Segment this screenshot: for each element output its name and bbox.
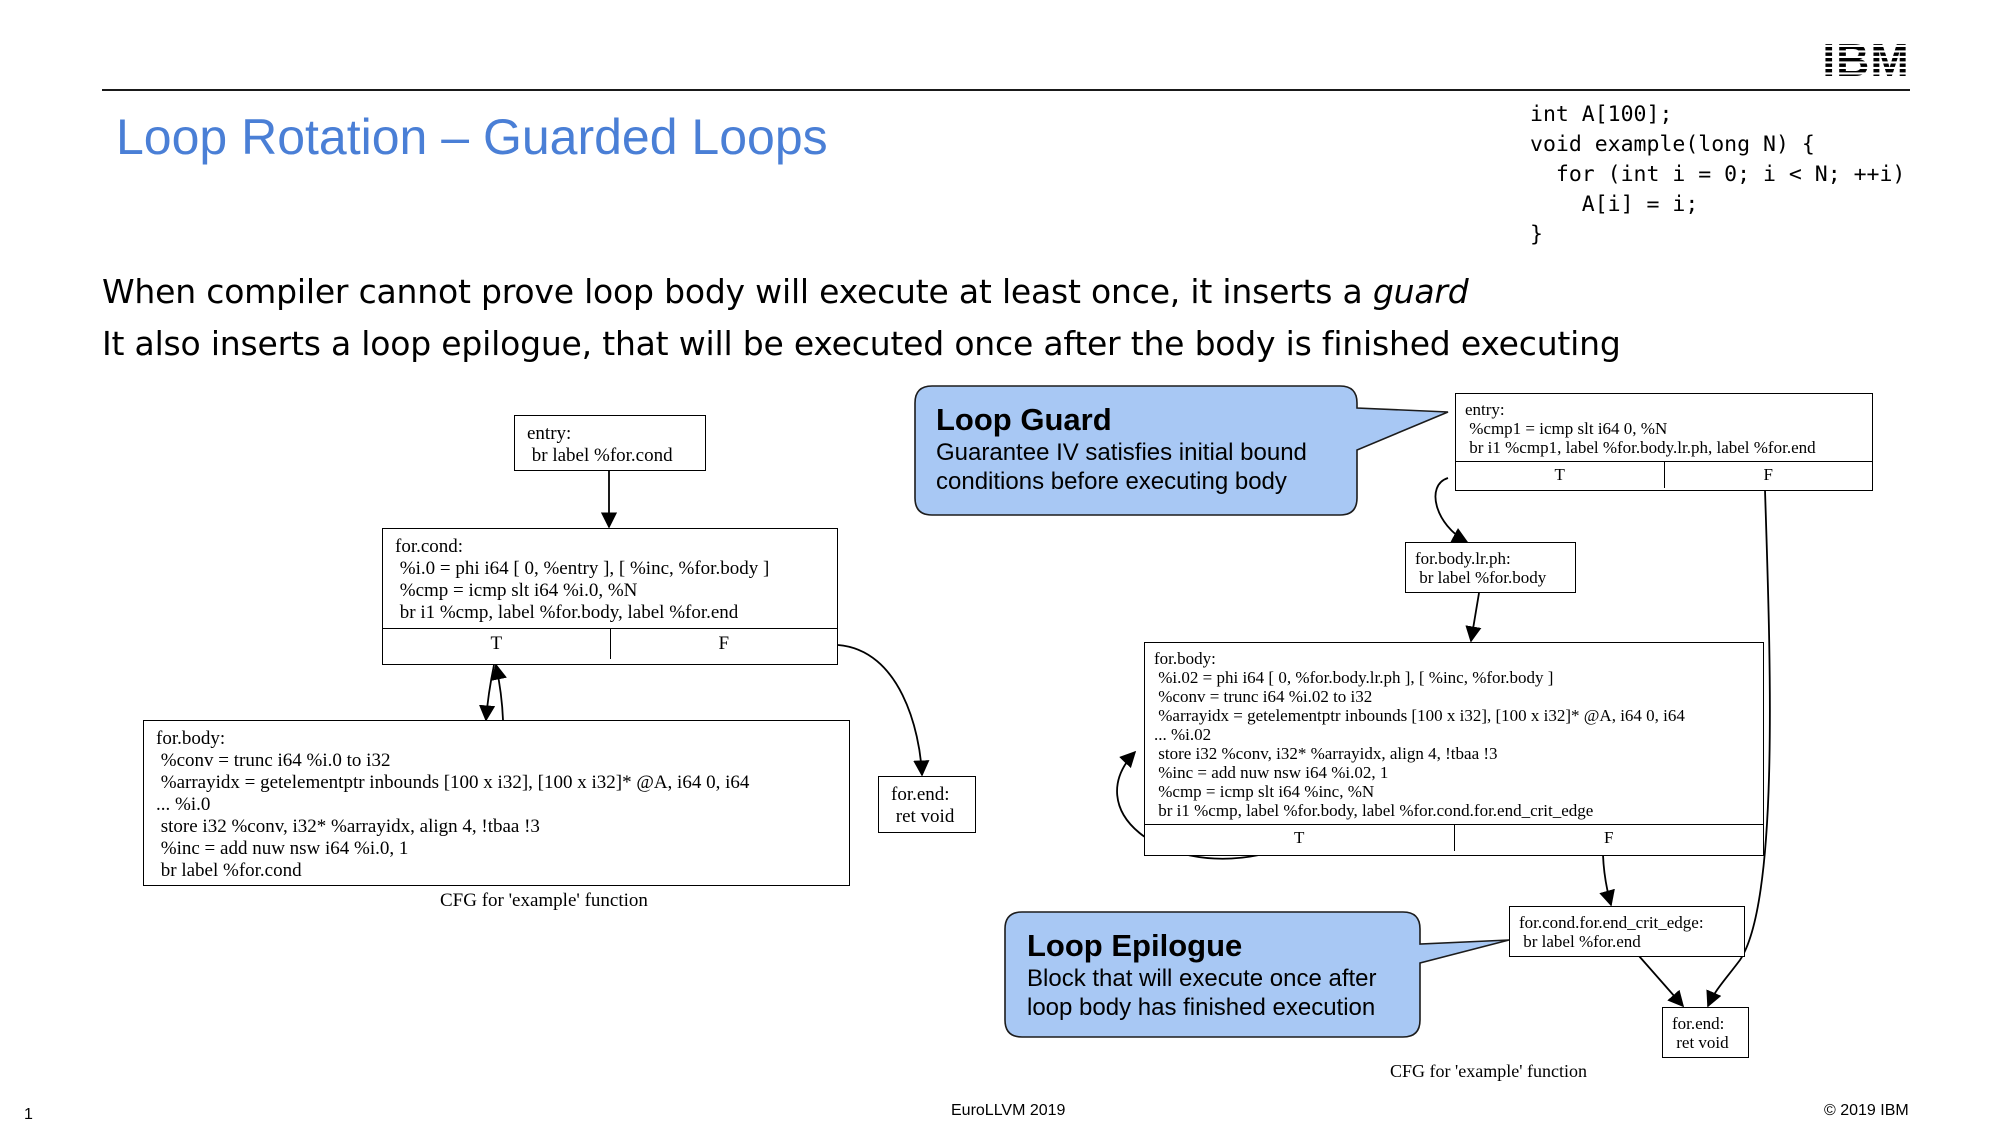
edge-lr-ph-to-for-body <box>1465 592 1482 643</box>
branch-true-label: T <box>1294 828 1305 847</box>
code-line: A[i] = i; <box>1530 192 1699 217</box>
header-rule <box>102 89 1910 91</box>
edge-crit-edge-to-for-end <box>1638 955 1685 1008</box>
edge-entry-false-to-for-end <box>1706 489 1771 1008</box>
branch-true-label: T <box>490 633 503 654</box>
left-cfg-entry-node: entry: br label %for.cond <box>514 415 706 471</box>
intro-line-1: When compiler cannot prove loop body wil… <box>102 272 1469 311</box>
right-cfg-entry-text: entry: %cmp1 = icmp slt i64 0, %N br i1 … <box>1465 400 1816 457</box>
edge-for-cond-false-to-for-end <box>837 644 930 777</box>
left-cfg-for-end-node: for.end: ret void <box>878 776 976 833</box>
edge-entry-to-lr-ph <box>1434 477 1469 543</box>
edge-for-body-false-to-crit-edge <box>1599 854 1615 907</box>
loop-epilogue-callout: Loop Epilogue Block that will execute on… <box>1027 928 1412 1022</box>
right-cfg-lr-ph-node: for.body.lr.ph: br label %for.body <box>1405 542 1576 593</box>
intro-line-1-emphasis: guard <box>1372 272 1469 311</box>
left-cfg-for-cond-node: for.cond: %i.0 = phi i64 [ 0, %entry ], … <box>382 528 838 665</box>
left-cfg-for-end-text: for.end: ret void <box>891 784 955 827</box>
code-line: } <box>1530 222 1543 247</box>
left-cfg-for-cond-text: for.cond: %i.0 = phi i64 [ 0, %entry ], … <box>395 536 770 623</box>
right-cfg-entry-node: entry: %cmp1 = icmp slt i64 0, %N br i1 … <box>1455 393 1873 491</box>
right-cfg-for-body-text: for.body: %i.02 = phi i64 [ 0, %for.body… <box>1154 649 1685 820</box>
ibm-logo: IBM <box>1822 36 1909 80</box>
left-cfg-for-cond-branches: T F <box>383 628 837 659</box>
page-number: 1 <box>24 1106 33 1123</box>
edge-for-cond-true-to-for-body <box>479 664 496 722</box>
code-line: for (int i = 0; i < N; ++i) <box>1530 162 1906 187</box>
right-cfg-for-end-text: for.end: ret void <box>1672 1014 1729 1052</box>
right-cfg-caption: CFG for 'example' function <box>1390 1061 1587 1081</box>
loop-guard-callout-shape <box>914 385 1449 516</box>
code-line: void example(long N) { <box>1530 132 1815 157</box>
left-cfg-caption: CFG for 'example' function <box>440 890 648 911</box>
footer-copyright: © 2019 IBM <box>1824 1102 1909 1119</box>
right-cfg-for-end-node: for.end: ret void <box>1662 1007 1749 1058</box>
right-cfg-crit-edge-text: for.cond.for.end_crit_edge: br label %fo… <box>1519 913 1704 951</box>
branch-true-label: T <box>1554 465 1565 484</box>
loop-guard-callout: Loop Guard Guarantee IV satisfies initia… <box>936 402 1346 496</box>
ibm-logo-text: IBM <box>1822 36 1909 80</box>
loop-guard-text: Guarantee IV satisfies initial bound con… <box>936 439 1307 495</box>
right-cfg-entry-branches: T F <box>1456 461 1872 488</box>
left-cfg-for-body-text: for.body: %conv = trunc i64 %i.0 to i32 … <box>156 728 750 881</box>
code-line: int A[100]; <box>1530 102 1673 127</box>
right-cfg-lr-ph-text: for.body.lr.ph: br label %for.body <box>1415 549 1547 587</box>
page-title: Loop Rotation – Guarded Loops <box>116 109 828 165</box>
loop-epilogue-title: Loop Epilogue <box>1027 928 1243 963</box>
right-cfg-for-body-node: for.body: %i.02 = phi i64 [ 0, %for.body… <box>1144 642 1764 856</box>
left-cfg-for-body-node: for.body: %conv = trunc i64 %i.0 to i32 … <box>143 720 850 886</box>
left-cfg-entry-text: entry: br label %for.cond <box>527 423 673 466</box>
branch-false-label: F <box>1663 462 1873 488</box>
intro-line-2: It also inserts a loop epilogue, that wi… <box>102 324 1621 363</box>
footer-event: EuroLLVM 2019 <box>951 1102 1066 1119</box>
loop-epilogue-callout-shape <box>1004 911 1510 1038</box>
code-snippet: int A[100]; void example(long N) { for (… <box>1530 100 1905 250</box>
intro-line-1-text: When compiler cannot prove loop body wil… <box>102 272 1373 311</box>
loop-guard-title: Loop Guard <box>936 402 1112 437</box>
right-cfg-for-body-branches: T F <box>1145 824 1763 851</box>
edge-for-body-to-for-cond <box>491 663 507 721</box>
right-cfg-crit-edge-node: for.cond.for.end_crit_edge: br label %fo… <box>1509 906 1745 957</box>
branch-false-label: F <box>1453 825 1764 851</box>
branch-false-label: F <box>609 629 838 659</box>
edge-for-body-self-loop <box>1116 750 1260 860</box>
loop-epilogue-text: Block that will execute once after loop … <box>1027 965 1377 1021</box>
